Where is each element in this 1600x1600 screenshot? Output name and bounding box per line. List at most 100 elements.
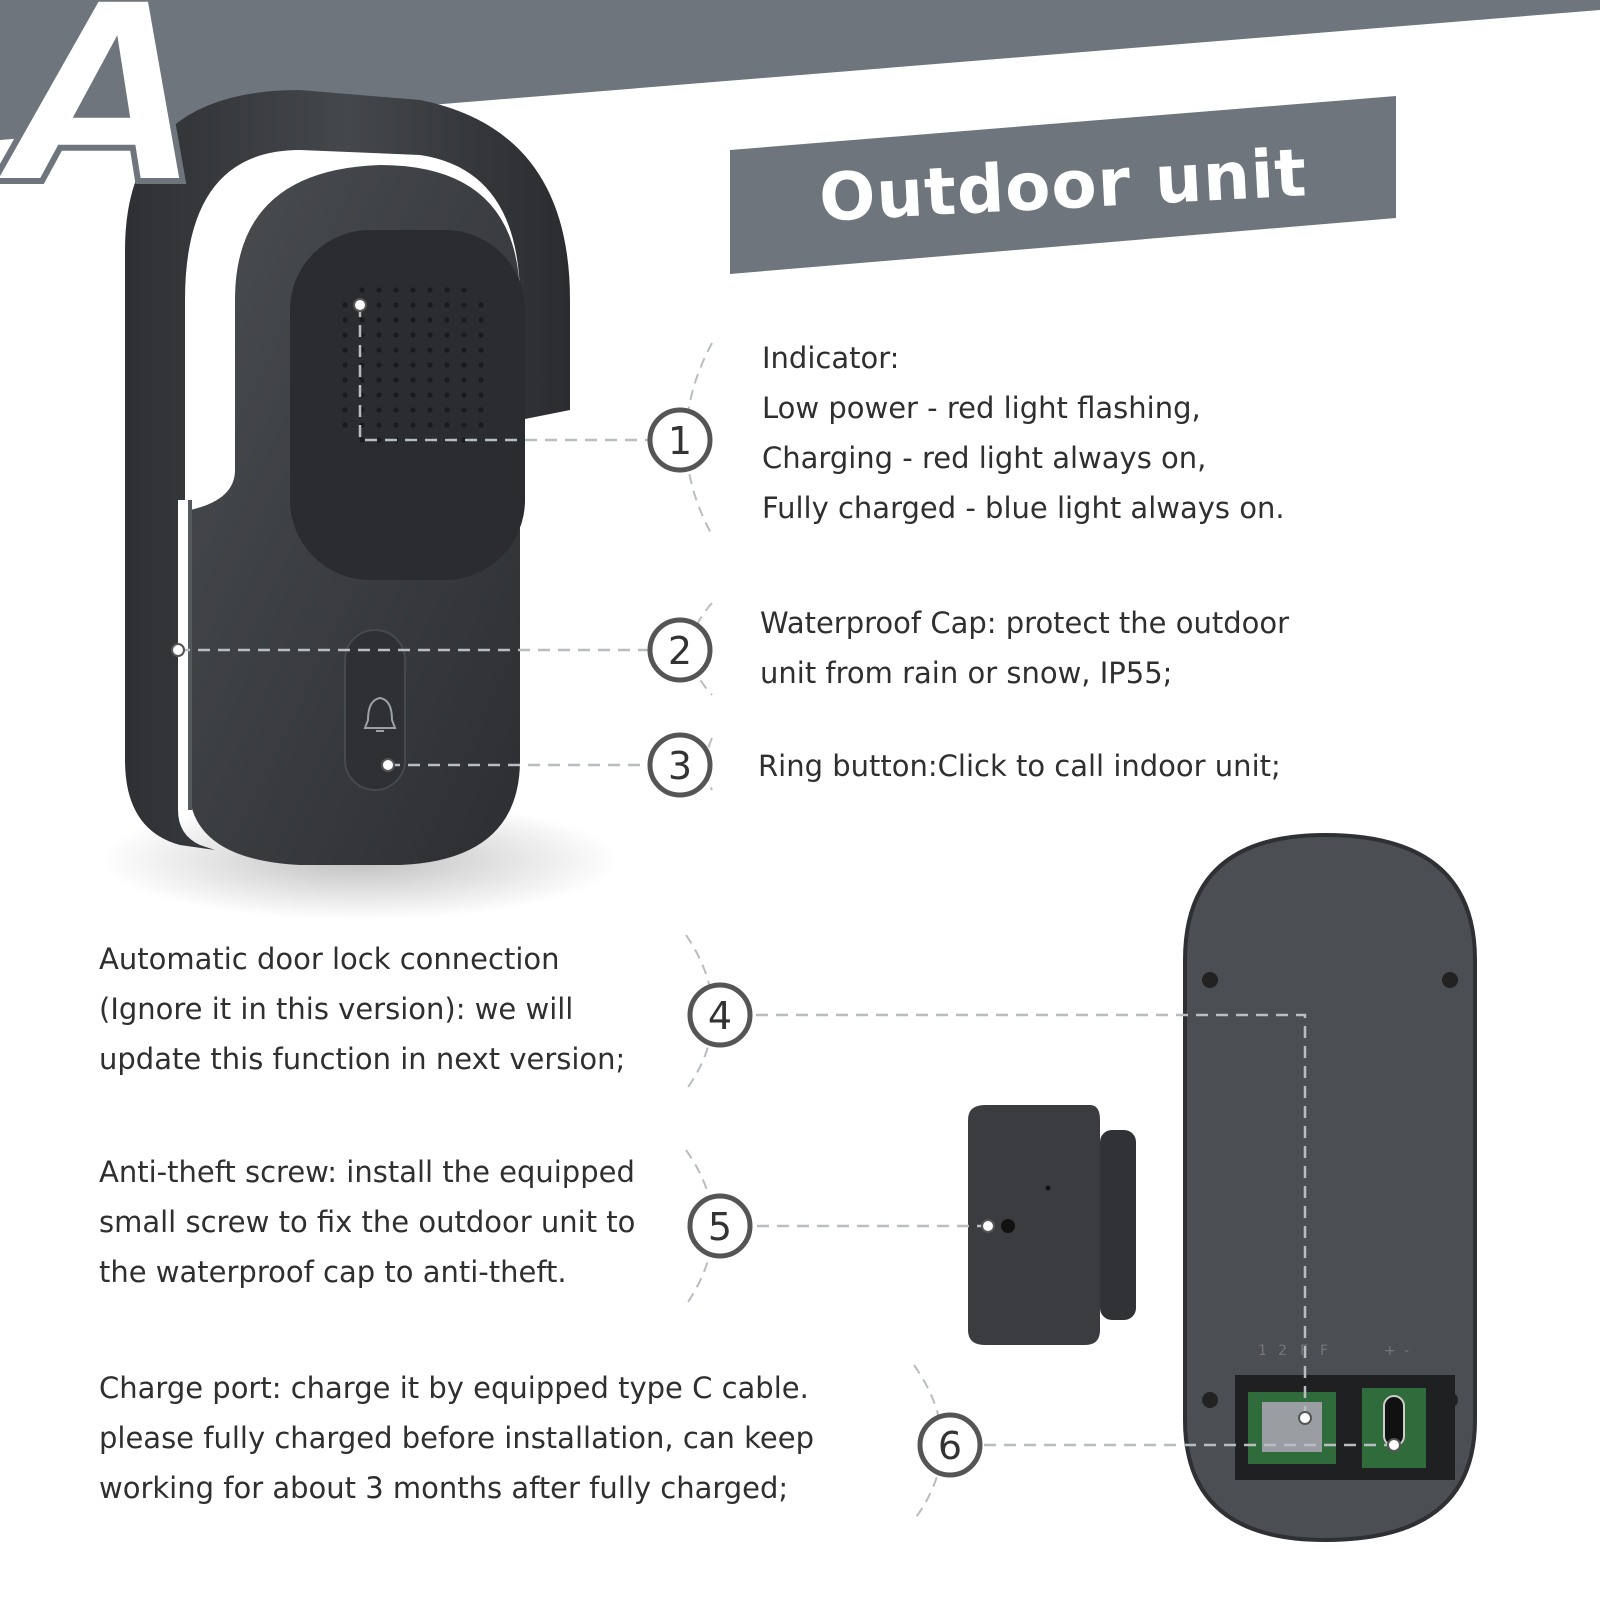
grille-dot [342, 422, 348, 428]
grille-dot [342, 392, 348, 398]
badge-1: 1 [647, 407, 713, 473]
callout-line: unit from rain or snow, IP55; [760, 656, 1173, 690]
callout-badges: 1 2 3 4 5 6 [647, 407, 983, 1478]
badge-number: 1 [668, 419, 692, 463]
terminal-label: - [1404, 1343, 1409, 1359]
grille-dot [376, 332, 382, 338]
grille-dot [393, 347, 399, 353]
badge-number: 3 [668, 744, 692, 788]
grille-dot [461, 437, 467, 443]
grille-dot [444, 347, 450, 353]
waterproof-cap [125, 90, 570, 850]
callout-line: Charging - red light always on, [762, 441, 1207, 475]
grille-dot [461, 287, 467, 293]
ring-button[interactable] [344, 629, 406, 791]
leader-lines [178, 305, 1394, 1447]
callout-line: Low power - red light flashing, [762, 391, 1201, 425]
grille-dot [359, 437, 365, 443]
badge-2: 2 [647, 617, 713, 683]
callout-2-text: Waterproof Cap: protect the outdoor unit… [760, 598, 1289, 698]
badge-6: 6 [917, 1412, 983, 1478]
title-box-bg [730, 96, 1396, 274]
grille-dot [478, 302, 484, 308]
callout-1-text: Indicator: Low power - red light flashin… [762, 333, 1285, 533]
grille-dot [342, 347, 348, 353]
grille-dot [427, 287, 433, 293]
grille-dot [478, 377, 484, 383]
grille-dot [410, 287, 416, 293]
grille-dot [393, 377, 399, 383]
grille-dot [427, 347, 433, 353]
callout-line: working for about 3 months after fully c… [99, 1471, 789, 1505]
grille-dot [376, 317, 382, 323]
grille-dot [359, 287, 365, 293]
callout-5-text: Anti-theft screw: install the equipped s… [99, 1147, 635, 1297]
callout-line: small screw to fix the outdoor unit to [99, 1205, 636, 1239]
grille-dot [461, 317, 467, 323]
badge-5: 5 [687, 1193, 753, 1259]
grille-dot [427, 302, 433, 308]
grille-dot [444, 362, 450, 368]
grille-dot [444, 407, 450, 413]
callout-line: please fully charged before installation… [99, 1421, 814, 1455]
grille-dot [342, 332, 348, 338]
grille-dot [376, 437, 382, 443]
callout-line: Indicator: [762, 341, 900, 375]
grille-dot [342, 302, 348, 308]
grille-dot [410, 407, 416, 413]
grille-dot [410, 422, 416, 428]
grille-dot [478, 317, 484, 323]
grille-dot [444, 392, 450, 398]
callout-line: Automatic door lock connection [99, 942, 560, 976]
callout-line: the waterproof cap to anti-theft. [99, 1255, 567, 1289]
grille-dot [376, 362, 382, 368]
grille-dot [393, 362, 399, 368]
grille-dot [393, 317, 399, 323]
callout-line: Ring button:Click to call indoor unit; [758, 749, 1281, 783]
grille-dot [393, 407, 399, 413]
grille-dot [376, 302, 382, 308]
grille-dot [393, 392, 399, 398]
grille-dot [376, 407, 382, 413]
grille-dot [461, 362, 467, 368]
speaker-panel [290, 230, 525, 580]
grille-dot [376, 377, 382, 383]
grille-dot [461, 407, 467, 413]
terminal-label: + [1384, 1343, 1396, 1359]
grille-dot [444, 422, 450, 428]
callout-line: Fully charged - blue light always on. [762, 491, 1285, 525]
grille-dot [342, 362, 348, 368]
grille-dot [393, 302, 399, 308]
grille-dot [410, 302, 416, 308]
device-back [1183, 832, 1477, 1543]
grille-dot [461, 347, 467, 353]
grille-dot [410, 332, 416, 338]
grille-dot [427, 407, 433, 413]
grille-dot [376, 392, 382, 398]
grille-dot [427, 362, 433, 368]
grille-dot [444, 317, 450, 323]
screw-housing [968, 1105, 1100, 1345]
terminal-label: F [1320, 1343, 1328, 1359]
grille-dot [461, 302, 467, 308]
grille-dot [393, 332, 399, 338]
grille-dot [478, 347, 484, 353]
grille-dot [427, 332, 433, 338]
callout-line: update this function in next version; [99, 1042, 626, 1076]
grille-dot [478, 362, 484, 368]
grille-dot [393, 422, 399, 428]
grille-dot [461, 392, 467, 398]
grille-dot [478, 407, 484, 413]
grille-dot [359, 377, 365, 383]
grille-dot [427, 422, 433, 428]
speaker-grille-dots [342, 287, 484, 443]
grille-dot [427, 392, 433, 398]
callout-line: (Ignore it in this version): we will [99, 992, 574, 1026]
grille-dot [444, 377, 450, 383]
grille-dot [342, 407, 348, 413]
grille-dot [376, 287, 382, 293]
callout-3-text: Ring button:Click to call indoor unit; [758, 741, 1281, 791]
callout-line: Charge port: charge it by equipped type … [99, 1371, 809, 1405]
